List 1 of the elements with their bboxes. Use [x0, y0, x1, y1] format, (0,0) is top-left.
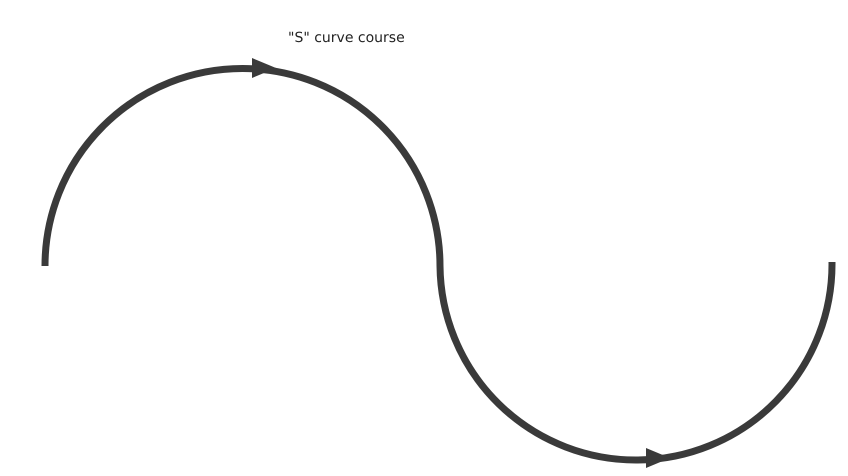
diagram-title: "S" curve course	[288, 30, 405, 46]
